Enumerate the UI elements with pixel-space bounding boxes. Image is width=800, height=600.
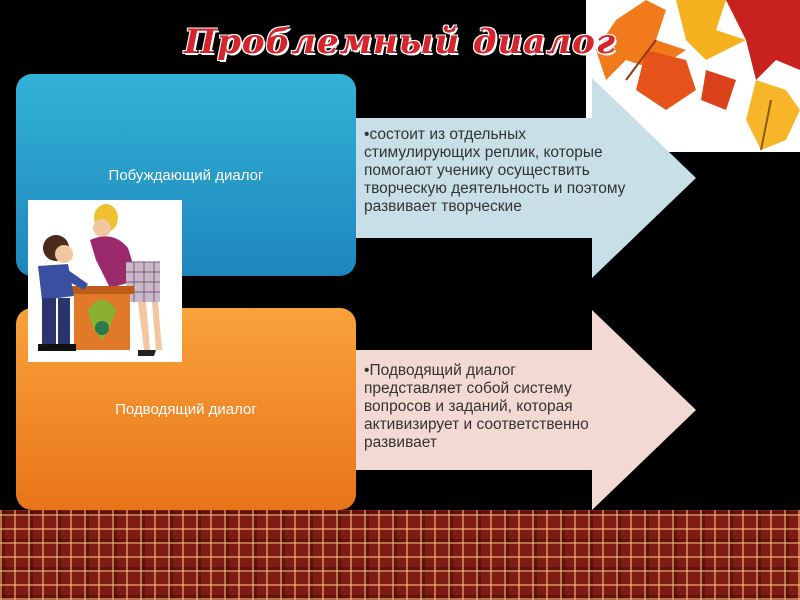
slide-title: Проблемный диалог <box>184 22 616 62</box>
inciting-dialogue-label: Побуждающий диалог <box>108 166 264 184</box>
arrow-shape-top <box>356 78 696 278</box>
inciting-dialogue-description-block: •состоит из отдельных стимулирующих репл… <box>364 126 634 226</box>
teacher-student-illustration <box>28 200 182 362</box>
leading-dialogue-description-block: •Подводящий диалог представляет собой си… <box>364 362 614 464</box>
leading-dialogue-description: Подводящий диалог представляет собой сис… <box>364 362 589 451</box>
bullet-marker: • <box>364 362 370 379</box>
arrow-shape-bottom <box>356 310 696 510</box>
leading-dialogue-label: Подводящий диалог <box>115 400 257 418</box>
leading-dialogue-box: Подводящий диалог <box>16 308 356 510</box>
tartan-footer-band <box>0 510 800 600</box>
bullet-marker: • <box>364 126 370 143</box>
inciting-dialogue-description: состоит из отдельных стимулирующих репли… <box>364 126 626 215</box>
